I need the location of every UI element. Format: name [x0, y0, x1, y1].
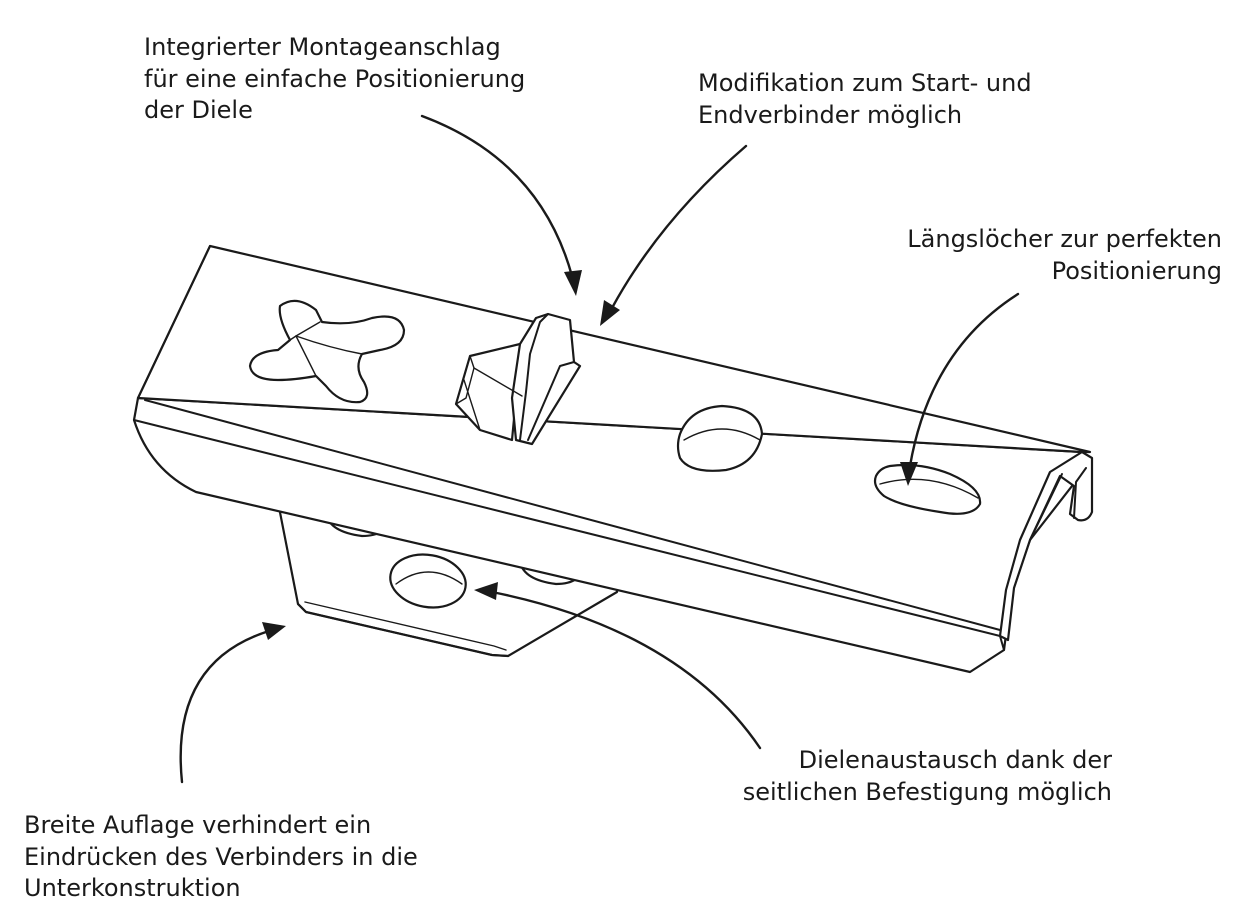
- arrow-board-exchange: [490, 590, 762, 750]
- callout-board-exchange: Dielenaustausch dank der seitlichen Befe…: [742, 746, 1112, 806]
- cross-recess: [248, 299, 406, 404]
- arrow-head-modification: [600, 300, 620, 326]
- bar-round-hole: [676, 404, 764, 472]
- mounting-stop-tab: [454, 312, 582, 446]
- callout-arrows: [179, 114, 1020, 784]
- callout-modification: Modifikation zum Start- und Endverbinder…: [698, 69, 1032, 129]
- slotted-hole: [873, 463, 982, 515]
- callout-mounting-stop: Integrierter Montageanschlag für eine ei…: [144, 33, 526, 124]
- foot-screw-hole: [389, 553, 467, 609]
- arrow-slotted-holes: [908, 292, 1020, 468]
- arrow-head-board-exchange: [474, 582, 498, 600]
- callout-wide-support: Breite Auflage verhindert ein Eindrücken…: [24, 811, 418, 902]
- arrow-head-mounting-stop: [564, 270, 582, 296]
- arrow-modification: [610, 144, 748, 310]
- arrow-wide-support: [179, 630, 268, 784]
- arrow-head-slotted-holes: [900, 462, 918, 486]
- arrow-mounting-stop: [420, 114, 574, 278]
- arrow-head-wide-support: [262, 622, 286, 640]
- callout-slotted-holes: Längslöcher zur perfekten Positionierung: [907, 225, 1222, 285]
- connector-bar: [132, 244, 1094, 674]
